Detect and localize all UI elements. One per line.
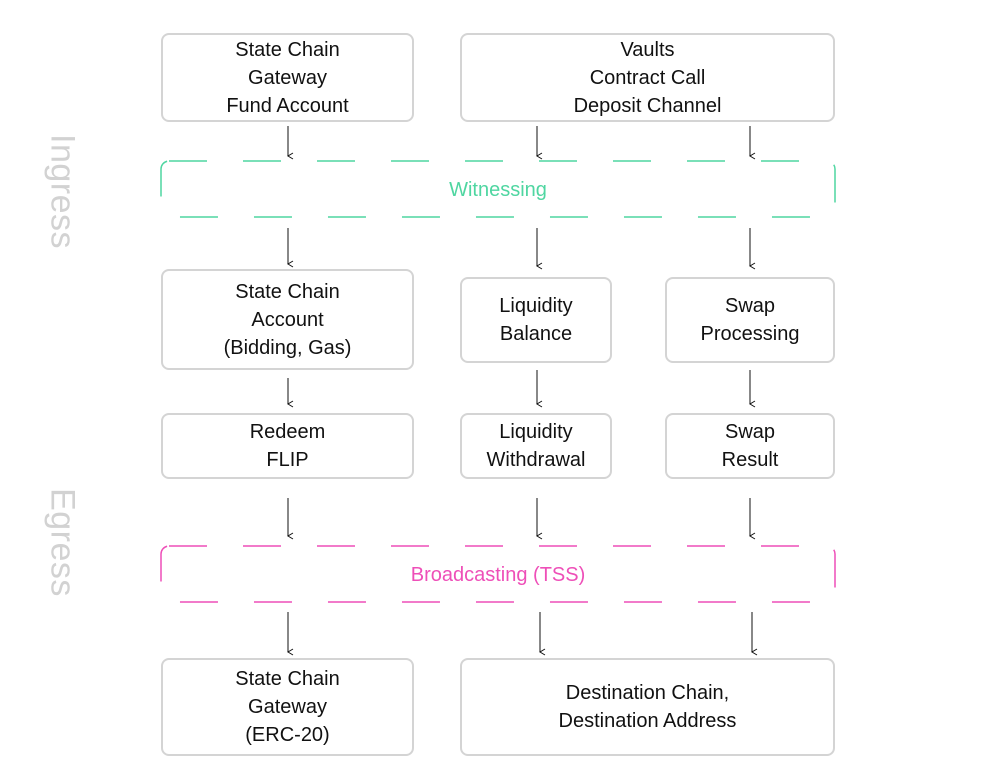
box-line: Redeem xyxy=(249,421,326,443)
box-line: Account xyxy=(251,308,324,331)
box-line: Processing xyxy=(700,323,800,345)
box-line: Liquidity xyxy=(499,295,573,317)
liquidity-balance-box: Liquidity Balance xyxy=(460,277,612,363)
box-line: Withdrawal xyxy=(486,449,586,471)
box-line: Vaults xyxy=(620,38,675,61)
witnessing-band xyxy=(160,160,836,218)
witnessing-label: Witnessing xyxy=(449,179,547,201)
state-chain-gateway-erc20-box: State Chain Gateway (ERC-20) xyxy=(161,658,414,756)
box-line: Gateway xyxy=(248,66,327,89)
swap-result-box: Swap Result xyxy=(665,413,835,479)
box-line: Balance xyxy=(499,323,573,345)
liquidity-withdrawal-box: Liquidity Withdrawal xyxy=(460,413,612,479)
redeem-flip-box: Redeem FLIP xyxy=(161,413,414,479)
box-line: Swap xyxy=(724,421,776,443)
egress-label: Egress xyxy=(43,488,82,597)
box-line: Contract Call xyxy=(589,66,706,89)
box-line: Fund Account xyxy=(226,94,349,117)
box-line: State Chain xyxy=(235,280,340,303)
box-line: (Bidding, Gas) xyxy=(223,336,352,359)
vaults-box: Vaults Contract Call Deposit Channel xyxy=(460,33,835,122)
box-line: FLIP xyxy=(266,449,309,471)
broadcasting-label: Broadcasting (TSS) xyxy=(410,564,586,586)
box-line: Liquidity xyxy=(499,421,573,443)
box-line: Deposit Channel xyxy=(573,94,722,117)
destination-box: Destination Chain, Destination Address xyxy=(460,658,835,756)
state-chain-gateway-fund-box: State Chain Gateway Fund Account xyxy=(161,33,414,122)
state-chain-account-box: State Chain Account (Bidding, Gas) xyxy=(161,269,414,370)
box-line: (ERC-20) xyxy=(245,724,330,746)
box-line: Gateway xyxy=(248,696,327,718)
box-line: Destination Chain, xyxy=(565,682,730,704)
swap-processing-box: Swap Processing xyxy=(665,277,835,363)
ingress-label: Ingress xyxy=(43,134,82,249)
box-line: State Chain xyxy=(235,668,340,690)
box-line: State Chain xyxy=(235,38,340,61)
box-line: Destination Address xyxy=(558,710,737,732)
broadcasting-band xyxy=(160,545,836,603)
box-line: Swap xyxy=(724,295,776,317)
box-line: Result xyxy=(721,449,779,471)
